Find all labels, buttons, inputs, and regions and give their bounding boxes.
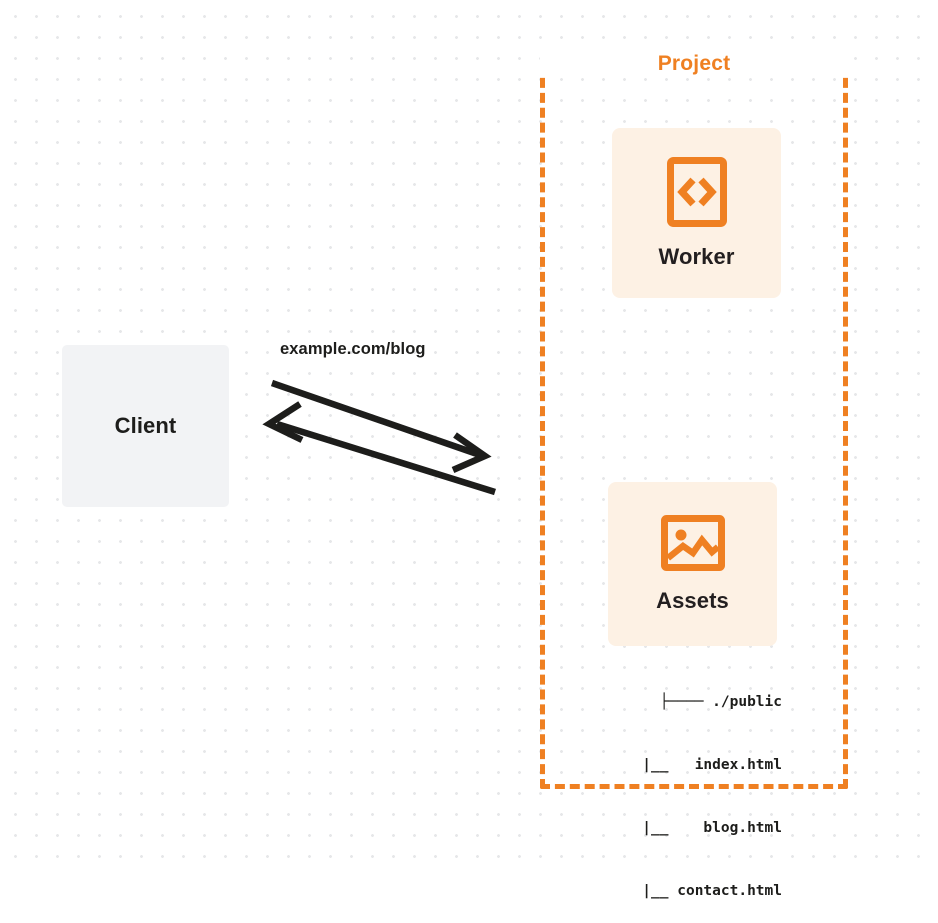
project-title-text: Project — [650, 52, 738, 76]
client-node-label: Client — [114, 413, 177, 438]
image-picture-icon — [660, 514, 726, 572]
file-tree-row: |__ index.html — [607, 757, 782, 773]
project-title: Project — [540, 52, 848, 76]
file-tree-row: ├──── ./public — [659, 694, 782, 710]
code-brackets-icon — [666, 156, 728, 228]
file-tree-row: |__ contact.html — [607, 883, 782, 899]
edge-label: example.com/blog — [280, 340, 426, 358]
asset-file-tree: ├──── ./public |__ index.html |__ blog.h… — [560, 650, 782, 923]
assets-node[interactable]: Assets — [608, 482, 777, 646]
assets-node-label: Assets — [656, 588, 729, 613]
worker-node[interactable]: Worker — [612, 128, 781, 298]
file-tree-row: |__ blog.html — [607, 820, 782, 836]
worker-node-label: Worker — [658, 244, 735, 269]
client-node[interactable]: Client — [62, 345, 229, 507]
